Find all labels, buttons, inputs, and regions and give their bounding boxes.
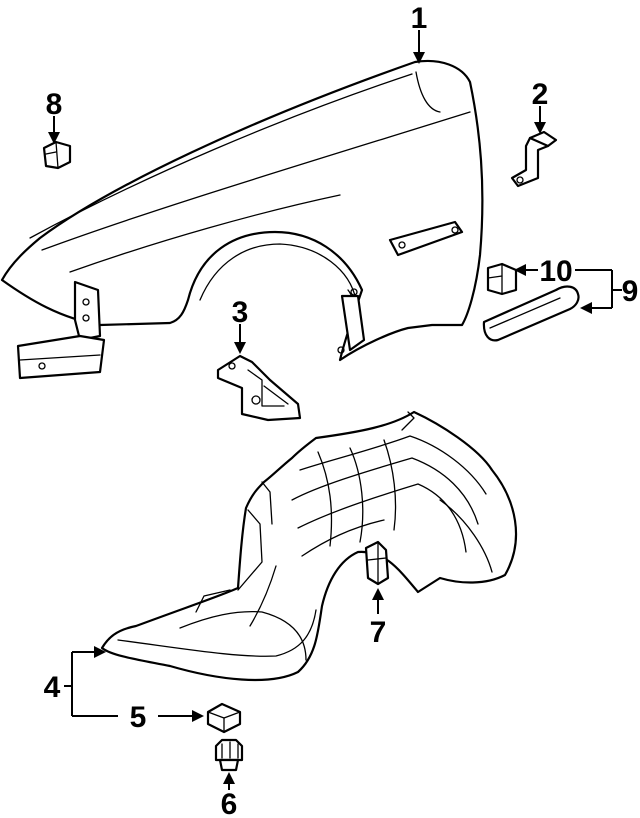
clip-part-10[interactable]: [486, 262, 518, 296]
fender-part-1[interactable]: [0, 59, 484, 380]
clip-part-8[interactable]: [42, 140, 72, 170]
bolt-part-6[interactable]: [214, 738, 244, 772]
bracket-part-2[interactable]: [510, 130, 558, 188]
fender-liner-part-4[interactable]: [100, 410, 518, 682]
callout-labels: 1 2 8 3 10 9 7 4 5 6: [44, 2, 639, 818]
callout-9: 9: [622, 275, 639, 308]
callout-leaders: [48, 30, 622, 790]
nut-part-5[interactable]: [206, 702, 242, 734]
callout-2: 2: [532, 78, 549, 111]
callout-5: 5: [130, 701, 147, 734]
bracket-part-3[interactable]: [216, 354, 302, 422]
callout-6: 6: [221, 788, 238, 818]
retainer-part-7[interactable]: [364, 540, 390, 586]
callout-7: 7: [370, 616, 387, 649]
callout-3: 3: [232, 296, 249, 329]
callout-10: 10: [539, 255, 572, 288]
callout-8: 8: [46, 88, 63, 121]
side-marker-part-9[interactable]: [482, 285, 580, 342]
callout-1: 1: [411, 2, 428, 35]
callout-4: 4: [44, 671, 61, 704]
